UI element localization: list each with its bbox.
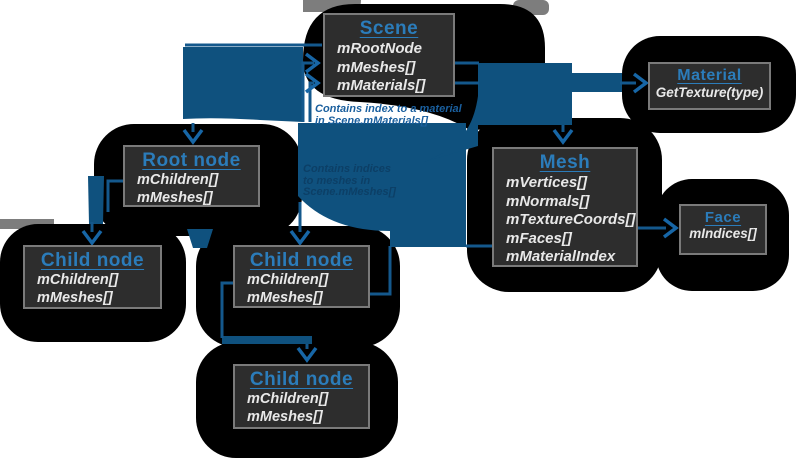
scene-box: Scene mRootNode mMeshes[] mMaterials[] — [323, 13, 455, 97]
note-line: Scene.mMeshes[] — [303, 186, 396, 198]
material-index-note: Contains index to a material in Scene.mM… — [315, 103, 462, 127]
member-mfaces: mFaces[] — [506, 229, 572, 247]
note-line: Contains index to a material — [315, 103, 462, 115]
note-line: to meshes in — [303, 174, 371, 187]
member-child2-mmeshes: mMeshes[] — [247, 289, 323, 306]
mesh-indices-note: Contains indices to meshes in Scene.mMes… — [303, 163, 396, 199]
scene-box-title: Scene — [359, 18, 419, 39]
mesh-box-title: Mesh — [539, 152, 591, 173]
swoosh-scene-to-mesh — [478, 63, 572, 125]
line-into-scene-mmaterials — [308, 81, 314, 122]
member-child1-mmeshes: mMeshes[] — [37, 289, 113, 306]
swoosh-scene-to-rootnode — [183, 47, 303, 122]
member-mindices: mIndices[] — [689, 226, 757, 241]
arrowhead-scene-mmeshes-icon — [304, 52, 321, 74]
face-box-title: Face — [704, 209, 742, 226]
member-child3-mchildren: mChildren[] — [247, 391, 329, 407]
arrowhead-material-icon — [632, 72, 649, 94]
material-box: Material GetTexture(type) — [648, 62, 771, 110]
child-node-3-box: Child node mChildren[] mMeshes[] — [233, 364, 370, 429]
member-mrootnode: mRootNode — [337, 40, 422, 57]
member-gettexture: GetTexture(type) — [655, 85, 764, 100]
swoosh-child2-to-child3 — [222, 336, 312, 344]
arrowheads — [81, 52, 679, 363]
note-line: Contains indices — [303, 163, 392, 175]
line-rootnode-mchildren — [106, 179, 123, 212]
line-child2-mchildren-down — [220, 281, 233, 338]
member-mtexturecoords: mTextureCoords[] — [506, 211, 636, 228]
member-mvertices: mVertices[] — [506, 174, 588, 191]
note-line: in Scene.mMaterials[] — [315, 114, 429, 127]
connector-lines — [90, 43, 666, 349]
material-box-title: Material — [677, 67, 742, 84]
root-node-box-title: Root node — [142, 150, 241, 171]
arrowhead-mesh-icon — [552, 128, 574, 145]
member-root-mchildren: mChildren[] — [137, 172, 219, 188]
member-child1-mchildren: mChildren[] — [37, 272, 119, 288]
child-node-2-title: Child node — [249, 250, 354, 271]
child-node-1-box: Child node mChildren[] mMeshes[] — [23, 245, 162, 309]
gray-accent-left — [0, 219, 54, 229]
child-node-1-title: Child node — [40, 250, 145, 271]
arrowhead-child1-icon — [81, 229, 103, 246]
arrowhead-face-icon — [662, 217, 679, 239]
member-scene-mmaterials: mMaterials[] — [337, 77, 426, 94]
root-node-box: Root node mChildren[] mMeshes[] — [123, 145, 260, 207]
swoosh-tail — [424, 96, 478, 162]
line-into-scene-mmeshes — [301, 61, 314, 122]
face-box: Face mIndices[] — [679, 204, 767, 255]
member-mnormals: mNormals[] — [506, 192, 590, 210]
line-child2-mmeshes-up — [370, 246, 392, 296]
arrowhead-scene-mmaterials-icon — [304, 72, 321, 94]
mesh-box: Mesh mVertices[] mNormals[] mTextureCoor… — [492, 147, 638, 267]
swoosh-stub-child1 — [88, 176, 104, 224]
member-mmaterialindex: mMaterialIndex — [506, 248, 616, 265]
child-node-3-title: Child node — [249, 369, 354, 390]
member-scene-mmeshes: mMeshes[] — [337, 58, 416, 76]
swoosh-to-material — [572, 73, 622, 92]
swoosh-central — [298, 123, 466, 247]
member-child2-mchildren: mChildren[] — [247, 272, 329, 288]
member-child3-mmeshes: mMeshes[] — [247, 408, 323, 425]
arrowhead-rootnode-icon — [182, 128, 204, 145]
swoosh-stub-child2 — [187, 229, 213, 248]
arrowhead-child2-icon — [289, 229, 311, 246]
arrowhead-child3-icon — [296, 346, 318, 363]
child-node-2-box: Child node mChildren[] mMeshes[] — [233, 245, 370, 308]
member-root-mmeshes: mMeshes[] — [137, 189, 213, 206]
